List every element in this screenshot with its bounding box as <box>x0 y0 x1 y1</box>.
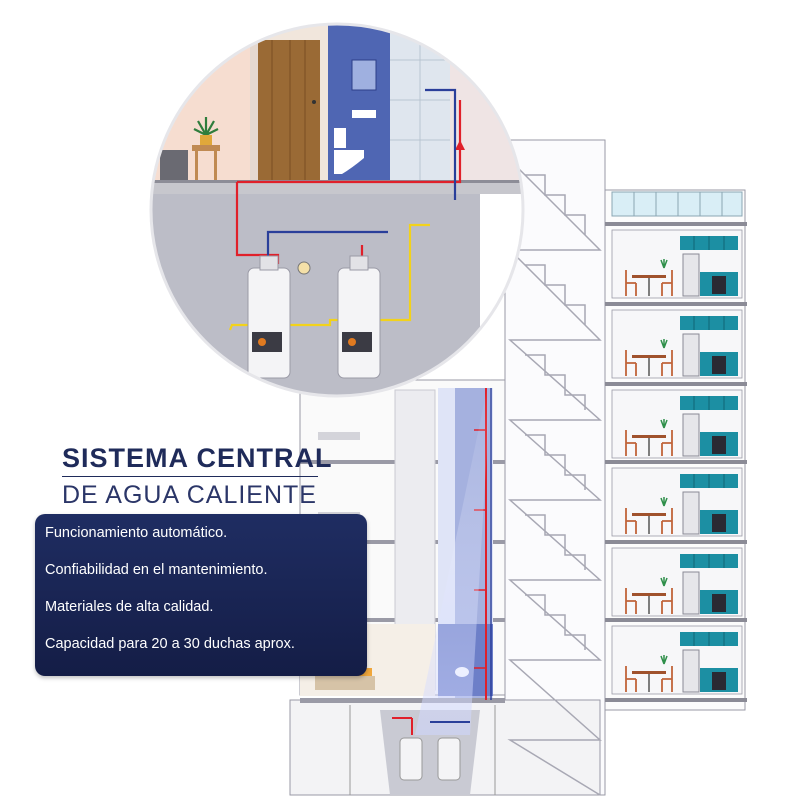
toilet-icon <box>334 128 364 174</box>
features-box: Funcionamiento automático. Confiabilidad… <box>35 514 367 676</box>
heading: SISTEMA CENTRAL DE AGUA CALIENTE <box>62 442 333 510</box>
staircase-icon <box>507 159 602 796</box>
heading-divider <box>62 476 318 477</box>
heading-title: SISTEMA CENTRAL <box>62 443 333 473</box>
bed-icon <box>160 150 188 182</box>
dining-table-icon <box>625 270 673 296</box>
roof-glazing <box>611 191 743 217</box>
water-heater-icon <box>399 737 461 781</box>
basement <box>349 365 496 795</box>
water-heater-icon <box>337 255 381 379</box>
plant-icon <box>193 117 219 145</box>
feature-item: Materiales de alta calidad. <box>45 599 214 615</box>
apartment-floors <box>605 222 747 702</box>
detail-zoom-circle <box>149 22 525 398</box>
feature-item: Confiabilidad en el mantenimiento. <box>45 562 268 578</box>
water-heater-icon <box>247 255 291 379</box>
pressure-gauge-icon <box>297 261 311 275</box>
feature-item: Capacidad para 20 a 30 duchas aprox. <box>45 636 295 652</box>
heading-subtitle: DE AGUA CALIENTE <box>62 481 317 509</box>
features-list: Funcionamiento automático. Confiabilidad… <box>45 524 367 672</box>
kitchen-icon <box>611 229 743 299</box>
sink-icon <box>352 110 376 118</box>
feature-item: Funcionamiento automático. <box>45 525 228 541</box>
